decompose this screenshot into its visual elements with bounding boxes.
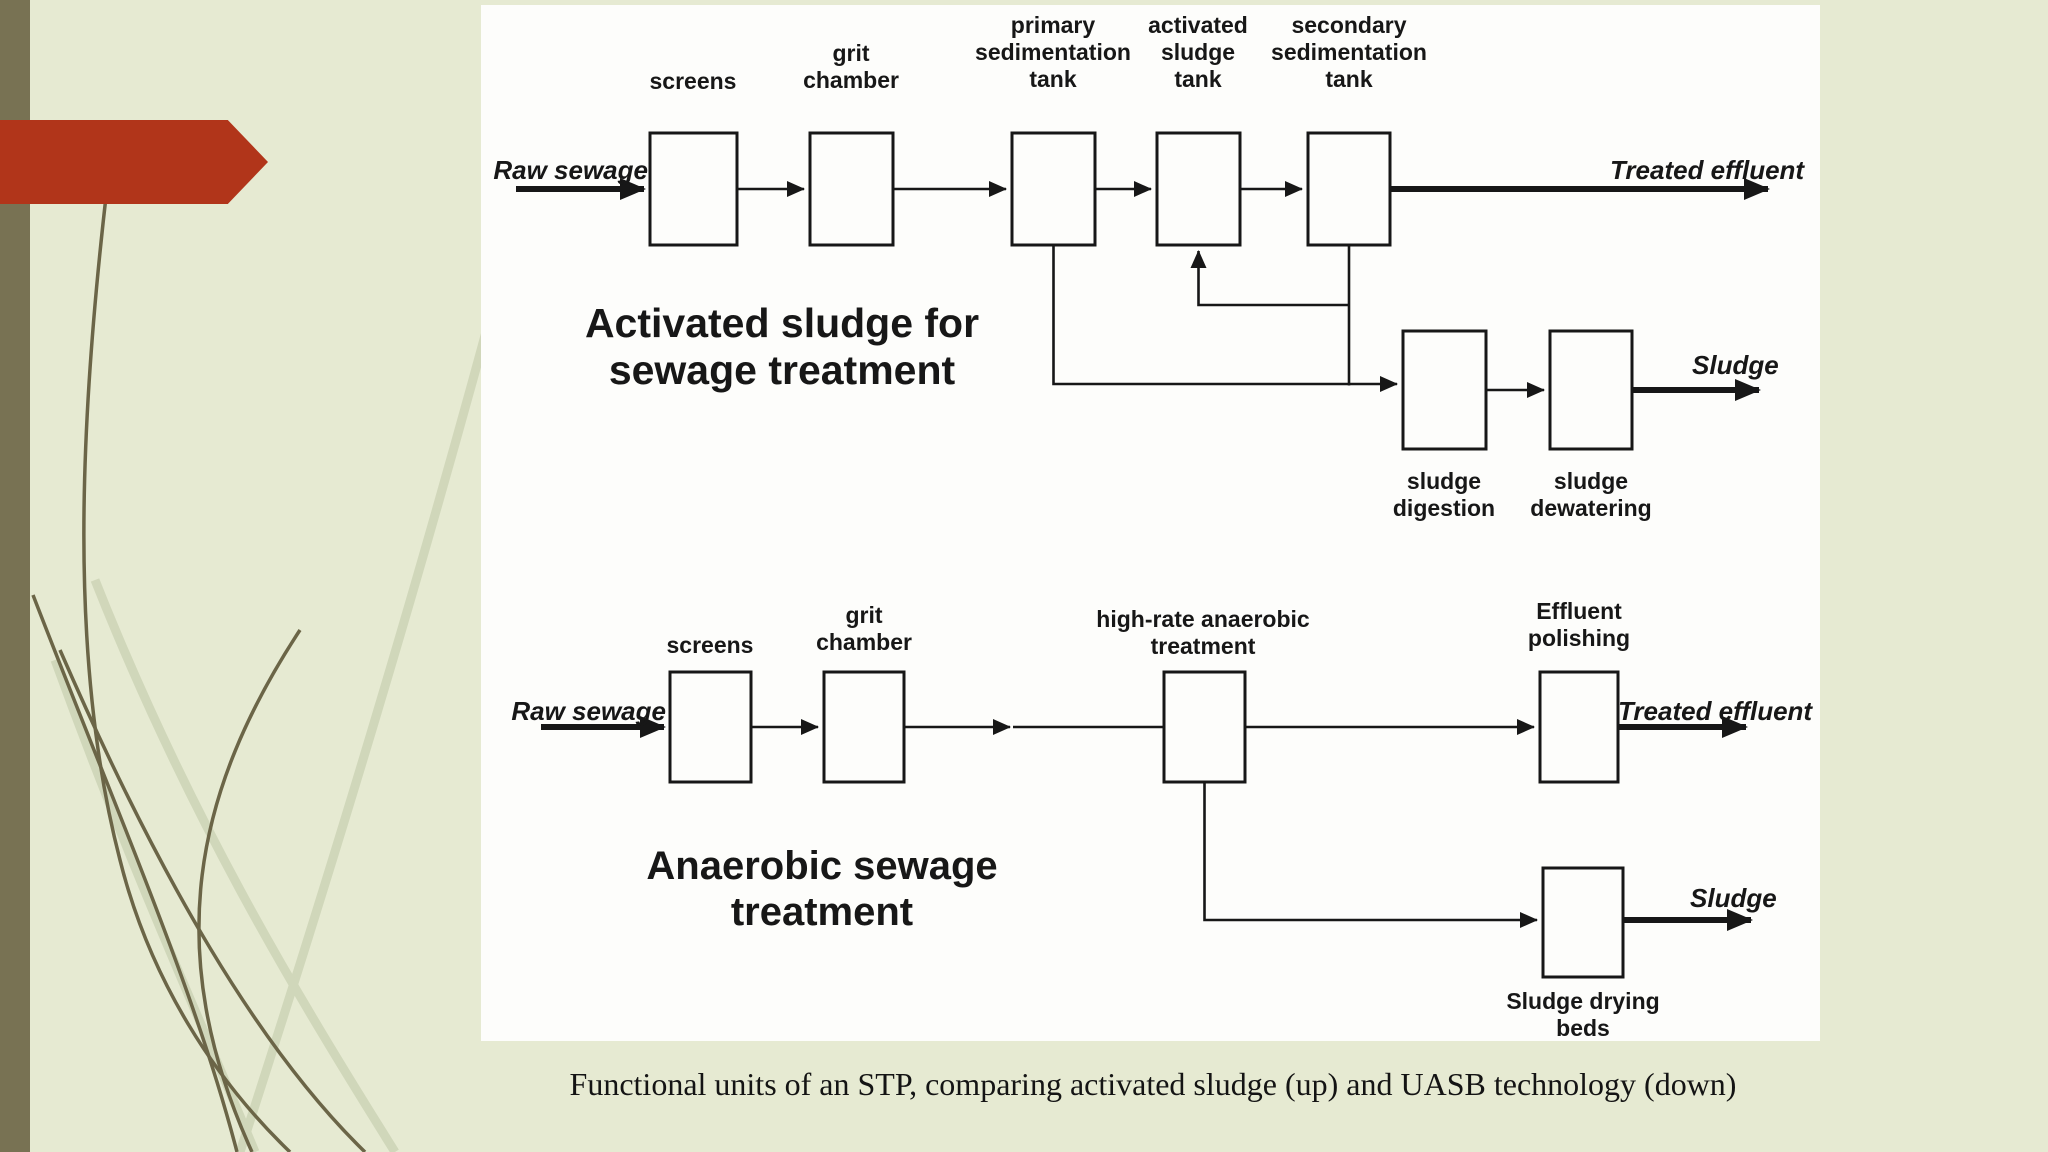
label-sludge-top: Sludge (1692, 350, 1779, 380)
label-sludge-dewatering: sludge dewatering (1530, 468, 1652, 521)
box-sludge-drying-beds (1541, 866, 1625, 979)
label-secondary-sedimentation: secondary sedimentation tank (1271, 12, 1427, 92)
label-grit-chamber-bottom: grit chamber (816, 602, 912, 655)
return-sludge-line (1190, 250, 1349, 307)
title-anaerobic: Anaerobic sewage treatment (646, 844, 998, 934)
box-screens-bottom (668, 670, 753, 784)
box-primary-sedimentation (1010, 131, 1097, 247)
label-sludge-drying-beds: Sludge drying beds (1506, 988, 1660, 1041)
box-secondary-sedimentation (1306, 131, 1392, 247)
label-screens-top: screens (649, 68, 737, 94)
label-high-rate-anaerobic: high-rate anaerobic treatment (1096, 606, 1310, 659)
label-treated-effluent-top: Treated effluent (1610, 155, 1805, 185)
label-raw-sewage-bottom: Raw sewage (511, 696, 666, 726)
box-grit-chamber-bottom (822, 670, 906, 784)
box-grit-chamber-top (808, 131, 895, 247)
label-screens-bottom: screens (666, 632, 754, 658)
box-sludge-dewatering (1548, 329, 1634, 451)
primary-sludge-line (1052, 245, 1398, 392)
red-arrow-decoration (0, 120, 268, 204)
label-treated-effluent-bottom: Treated effluent (1618, 696, 1813, 726)
label-sludge-digestion: sludge digestion (1392, 468, 1496, 521)
anaerobic-sludge-line (1203, 782, 1538, 928)
label-sludge-bottom: Sludge (1690, 883, 1777, 913)
box-screens-top (648, 131, 739, 247)
label-primary-sedimentation: primary sedimentation tank (975, 12, 1131, 92)
box-activated-sludge-tank (1155, 131, 1242, 247)
slide-caption: Functional units of an STP, comparing ac… (569, 1066, 1737, 1102)
title-activated-sludge: Activated sludge for sewage treatment (584, 300, 980, 393)
label-activated-sludge-tank: activated sludge tank (1148, 12, 1248, 92)
box-sludge-digestion (1401, 329, 1488, 451)
label-effluent-polishing: Effluent polishing (1527, 598, 1631, 651)
box-effluent-polishing (1538, 670, 1620, 784)
label-grit-chamber-top: grit chamber (803, 40, 899, 93)
label-raw-sewage-top: Raw sewage (493, 155, 648, 185)
box-high-rate-anaerobic (1162, 670, 1247, 784)
